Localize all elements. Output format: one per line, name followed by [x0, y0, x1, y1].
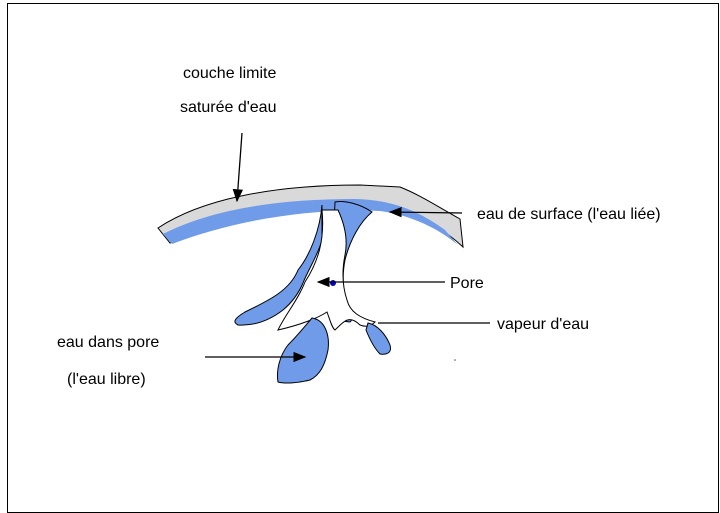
pore-marker	[330, 280, 336, 286]
pore-cavity	[278, 210, 375, 330]
pore-water-label-line2: (l'eau libre)	[67, 371, 146, 388]
water-vapour-label: vapeur d'eau	[497, 316, 589, 333]
pore-label: Pore	[450, 275, 484, 292]
right-lower-blob	[366, 323, 391, 354]
boundary-layer-label-line1: couche limite	[183, 65, 276, 82]
speck	[454, 359, 456, 361]
boundary-layer-arrow	[237, 133, 242, 201]
surface-water-label: eau de surface (l'eau liée)	[477, 206, 661, 223]
boundary-layer-label-line2: saturée d'eau	[180, 99, 276, 116]
pore-water-label-line1: eau dans pore	[57, 334, 159, 351]
